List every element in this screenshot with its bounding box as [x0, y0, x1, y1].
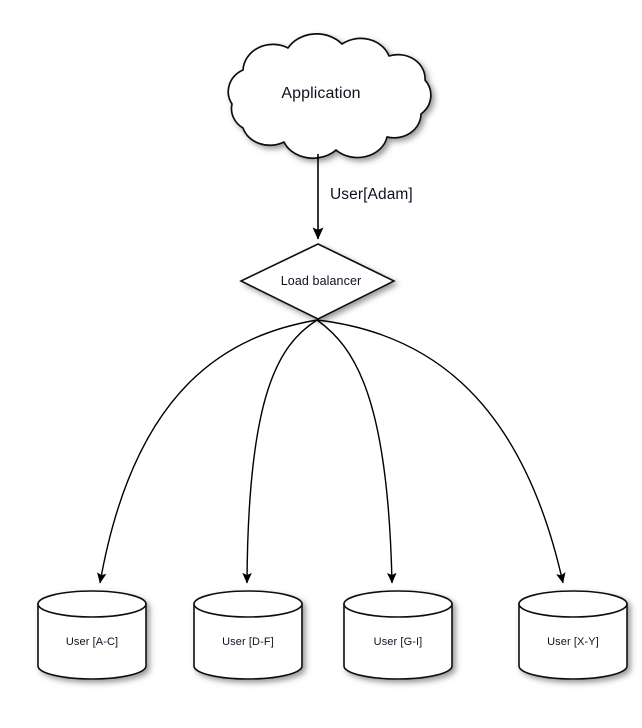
- edge-curve-db-0: [97, 319, 318, 584]
- edge-curve-db-2: [316, 319, 397, 584]
- diamond-shape: [239, 243, 396, 320]
- edge-balancer-to-databases: [97, 319, 566, 584]
- cylinder-body: [37, 603, 147, 680]
- node-database-2[interactable]: [343, 590, 453, 680]
- cylinder-top: [37, 590, 147, 618]
- node-load-balancer[interactable]: [239, 243, 396, 320]
- edge-curve-db-3: [316, 319, 566, 584]
- cylinder-top: [343, 590, 453, 618]
- node-application[interactable]: [227, 33, 432, 160]
- cloud-shape: [227, 33, 432, 160]
- cylinder-body: [343, 603, 453, 680]
- cylinder-body: [518, 603, 628, 680]
- cylinder-body: [193, 603, 303, 680]
- node-database-3[interactable]: [518, 590, 628, 680]
- node-database-0[interactable]: [37, 590, 147, 680]
- cylinder-top: [193, 590, 303, 618]
- edge-curve-db-1: [242, 319, 318, 584]
- cylinder-top: [518, 590, 628, 618]
- node-database-1[interactable]: [193, 590, 303, 680]
